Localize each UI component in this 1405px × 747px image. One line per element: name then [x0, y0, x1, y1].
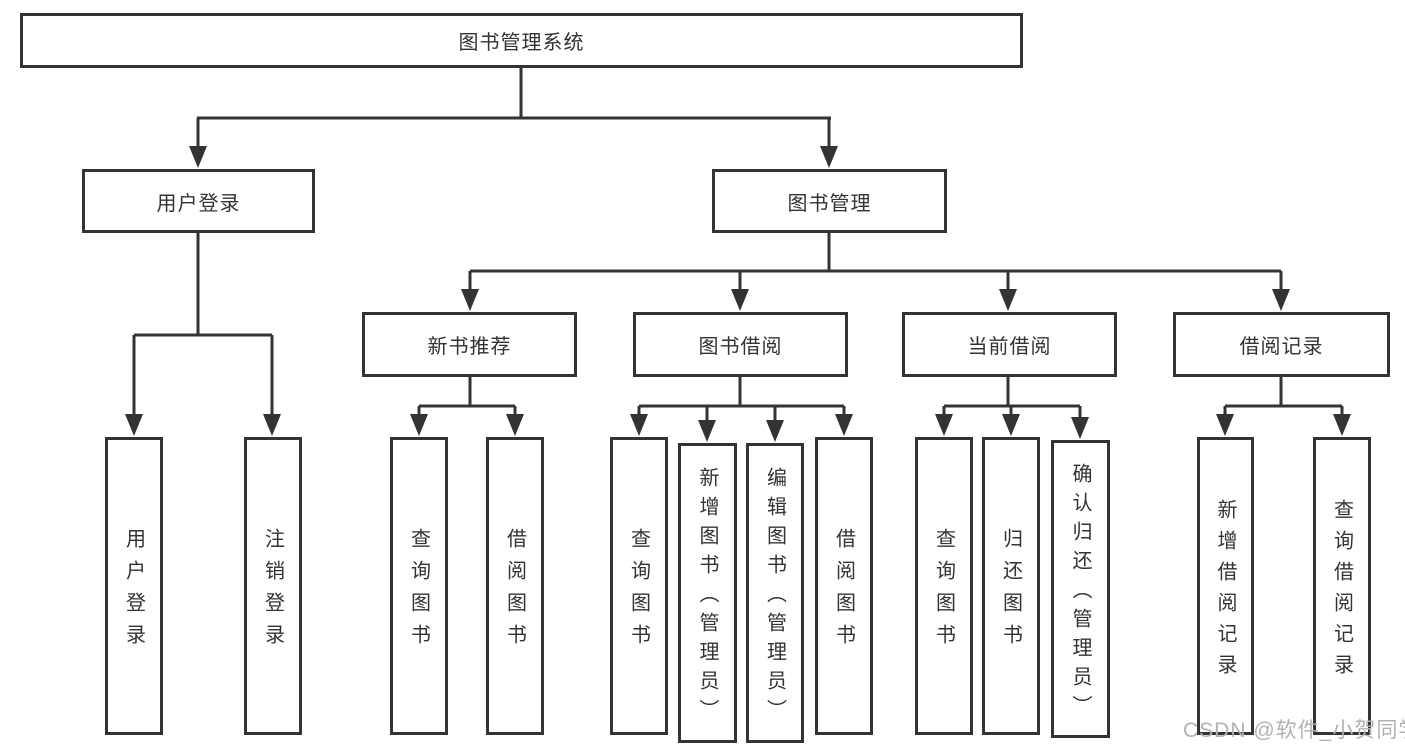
connector-current-borrow-group: [935, 377, 1089, 439]
connector-book-borrow-group: [630, 377, 853, 442]
node-new-book-recommend-label: 新书推荐: [427, 336, 512, 358]
leaf-query-books-3-label: 查询图书: [932, 528, 955, 656]
leaf-user-login-label: 用户登录: [122, 528, 145, 656]
leaf-return-book: 归还图书: [982, 437, 1040, 735]
connector-root-to-level2: [189, 68, 838, 168]
connector-user-login-branch: [125, 233, 281, 436]
leaf-query-books-2: 查询图书: [610, 437, 668, 735]
leaf-query-borrow-record-label: 查询借阅记录: [1330, 498, 1353, 685]
node-book-management: 图书管理: [712, 169, 947, 233]
node-new-book-recommend: 新书推荐: [362, 312, 577, 377]
leaf-query-books-3: 查询图书: [915, 437, 973, 735]
leaf-query-books-1-label: 查询图书: [407, 528, 430, 656]
leaf-confirm-return-admin: 确认归还（管理员）: [1051, 440, 1110, 738]
leaf-edit-book-admin-label: 编辑图书（管理员）: [763, 467, 786, 728]
leaf-query-books-2-label: 查询图书: [627, 528, 650, 656]
connector-book-mgmt-branch: [461, 233, 1290, 311]
leaf-add-borrow-record-label: 新增借阅记录: [1214, 498, 1236, 685]
leaf-edit-book-admin: 编辑图书（管理员）: [746, 443, 804, 743]
leaf-borrow-books-1-label: 借阅图书: [503, 528, 526, 656]
leaf-borrow-books-2: 借阅图书: [815, 437, 873, 735]
leaf-add-borrow-record: 新增借阅记录: [1197, 437, 1254, 735]
leaf-borrow-books-2-label: 借阅图书: [832, 528, 855, 656]
leaf-borrow-books-1: 借阅图书: [486, 437, 544, 735]
leaf-user-login: 用户登录: [105, 437, 163, 735]
node-current-borrow-label: 当前借阅: [967, 336, 1052, 358]
node-book-borrow: 图书借阅: [633, 312, 848, 377]
node-current-borrow: 当前借阅: [902, 312, 1117, 377]
leaf-query-borrow-record: 查询借阅记录: [1313, 437, 1371, 735]
node-root-system-label: 图书管理系统: [458, 32, 585, 54]
node-user-login: 用户登录: [82, 169, 315, 233]
node-borrow-record-label: 借阅记录: [1239, 336, 1324, 358]
connector-borrow-record-group: [1216, 377, 1351, 436]
leaf-logout: 注销登录: [244, 437, 302, 735]
node-root-system: 图书管理系统: [20, 13, 1023, 68]
node-book-management-label: 图书管理: [787, 192, 872, 215]
node-user-login-label: 用户登录: [156, 192, 241, 215]
leaf-add-book-admin-label: 新增图书（管理员）: [696, 467, 718, 728]
leaf-query-books-1: 查询图书: [390, 437, 448, 735]
connector-new-book-group: [410, 377, 524, 436]
leaf-add-book-admin: 新增图书（管理员）: [678, 443, 737, 743]
leaf-confirm-return-admin-label: 确认归还（管理员）: [1069, 463, 1091, 724]
csdn-watermark: CSDN @软件_小贺同学: [1183, 719, 1405, 742]
leaf-logout-label: 注销登录: [261, 528, 284, 656]
node-borrow-record: 借阅记录: [1173, 312, 1390, 377]
node-book-borrow-label: 图书借阅: [698, 336, 783, 358]
leaf-return-book-label: 归还图书: [999, 528, 1022, 656]
